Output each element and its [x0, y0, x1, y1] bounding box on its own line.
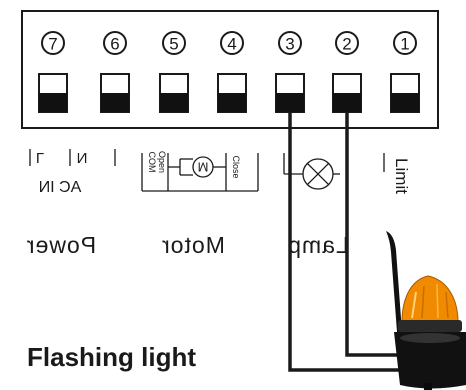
motor-circle-icon — [192, 156, 214, 178]
lamp-cross-icon — [302, 158, 334, 190]
terminal-2: 2 — [332, 31, 362, 113]
terminal-number-7: 7 — [48, 35, 57, 54]
wires — [288, 112, 410, 372]
flashing-light-label: Flashing light — [27, 342, 196, 372]
com-label: COM — [147, 152, 157, 173]
open-label: Open — [157, 151, 167, 173]
terminal-number-5: 5 — [169, 35, 178, 54]
n-label: N — [77, 149, 88, 166]
terminal-4: 4 — [217, 31, 247, 113]
terminal-5: 5 — [159, 31, 189, 113]
terminal-6: 6 — [100, 31, 130, 113]
terminal-7: 7 — [38, 31, 68, 113]
terminal-number-4: 4 — [227, 35, 236, 54]
wire-terminal-3 — [288, 112, 410, 372]
circuit-lines — [29, 149, 385, 192]
close-label: Close — [231, 155, 241, 178]
limit-label: Limit — [392, 158, 411, 194]
terminal-number-1: 1 — [400, 35, 409, 54]
terminal-number-2: 2 — [342, 35, 351, 54]
l-label: L — [36, 149, 44, 166]
ac-in-label: AC IN — [39, 179, 82, 196]
terminal-number-3: 3 — [285, 35, 294, 54]
motor-symbol-label: M — [198, 160, 209, 175]
beacon-light-icon — [386, 231, 466, 390]
lamp-label: Lamp — [287, 232, 349, 258]
terminal-3: 3 — [275, 31, 305, 113]
terminal-number-6: 6 — [110, 35, 119, 54]
motor-label: Motor — [161, 232, 225, 258]
power-label: Power — [26, 232, 96, 258]
wire-terminal-2 — [345, 112, 405, 357]
terminal-1: 1 — [390, 31, 420, 113]
